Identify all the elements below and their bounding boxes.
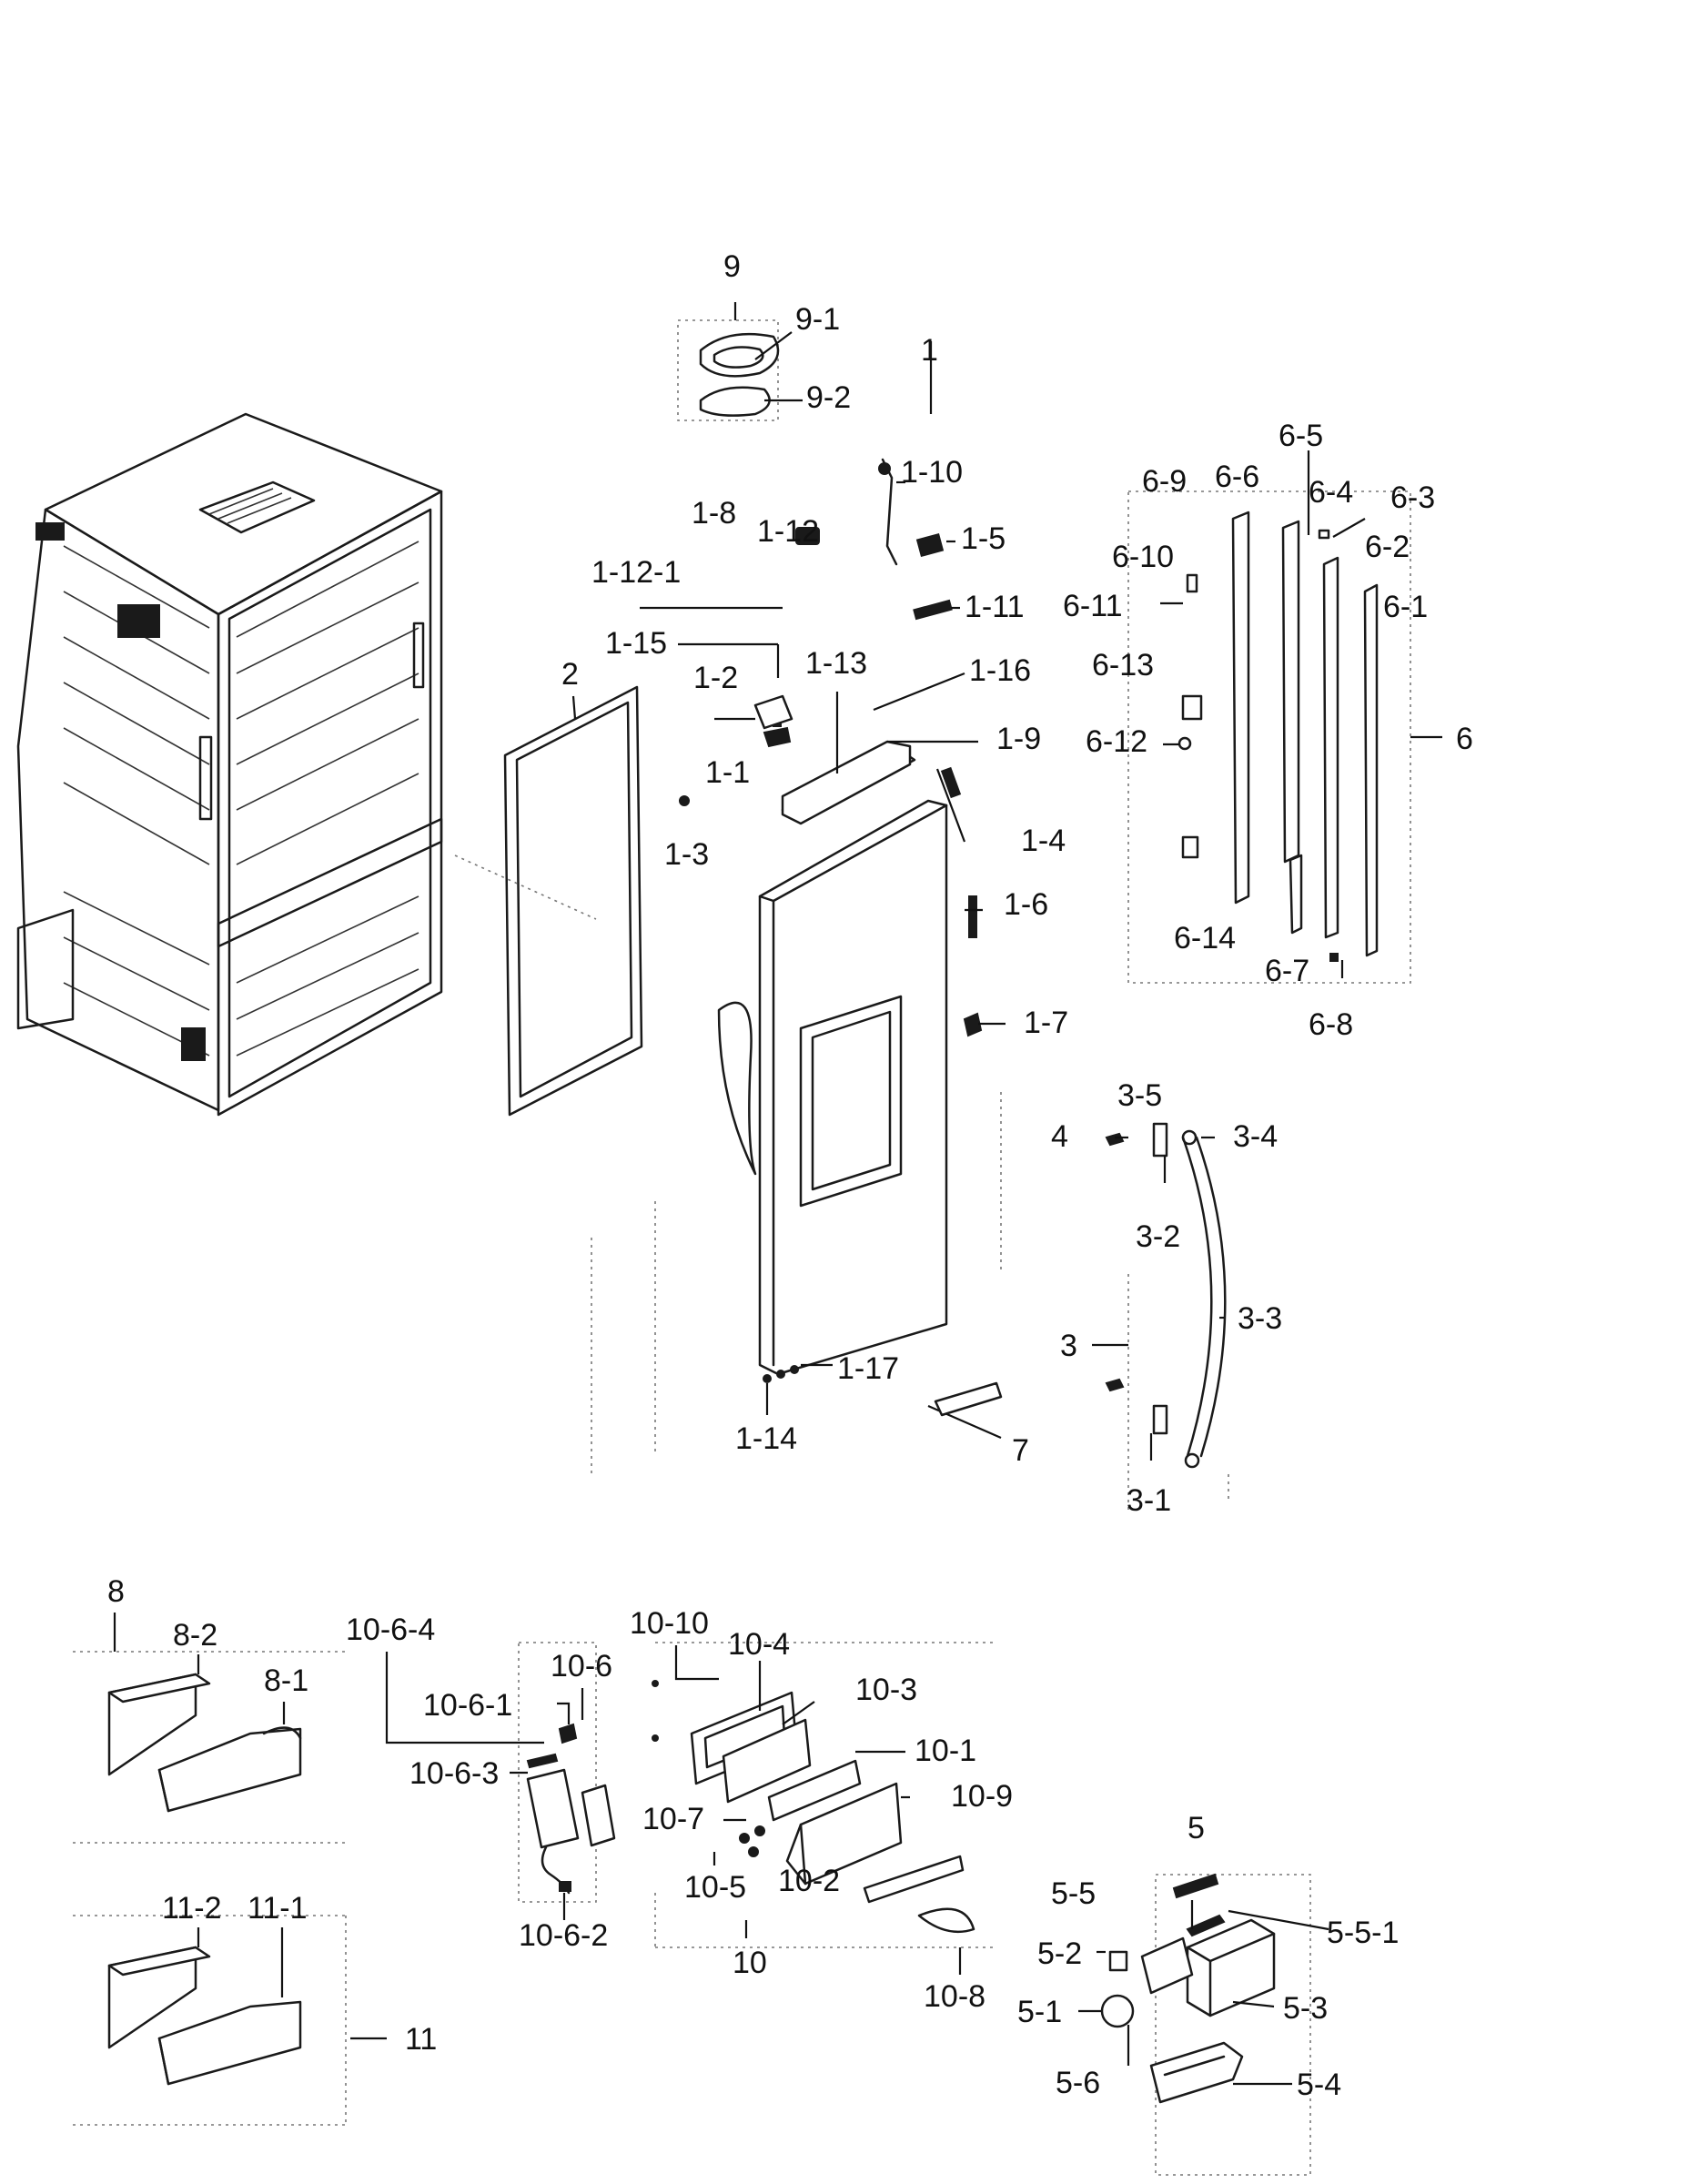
- door-trim-panels: [1127, 450, 1442, 984]
- label-5: 5: [1188, 1811, 1205, 1845]
- label-3-2: 3-2: [1136, 1219, 1180, 1254]
- label-10-3: 10-3: [855, 1673, 917, 1707]
- label-6-1: 6-1: [1383, 590, 1428, 624]
- door-handle: [1092, 1122, 1229, 1511]
- label-1-4: 1-4: [1021, 824, 1066, 858]
- label-5-4: 5-4: [1297, 2068, 1341, 2102]
- label-5-5-1: 5-5-1: [1327, 1916, 1399, 1950]
- label-5-2: 5-2: [1037, 1936, 1082, 1971]
- label-5-6: 5-6: [1056, 2066, 1100, 2100]
- label-10-6-1: 10-6-1: [423, 1688, 512, 1723]
- label-1-12: 1-12: [757, 514, 819, 549]
- label-6-2: 6-2: [1365, 530, 1410, 564]
- label-10-6-3: 10-6-3: [409, 1756, 499, 1791]
- label-1-15: 1-15: [605, 626, 667, 661]
- part-labels: 9 9-1 9-2 1 1-10 1-5 1-11 1-8 1-12 1-12-…: [107, 249, 1473, 2102]
- label-10-6: 10-6: [551, 1649, 612, 1684]
- label-10-8: 10-8: [924, 1979, 985, 2014]
- door-shelf-trim: [934, 1381, 1003, 1417]
- label-5-5: 5-5: [1051, 1876, 1096, 1911]
- label-1-11: 1-11: [965, 590, 1025, 624]
- label-3-4: 3-4: [1233, 1119, 1278, 1154]
- refrigerator-door: [591, 341, 1006, 1474]
- label-3-1: 3-1: [1127, 1483, 1171, 1518]
- label-10-2: 10-2: [778, 1864, 840, 1898]
- label-1-7: 1-7: [1024, 1006, 1068, 1040]
- label-1-5: 1-5: [961, 521, 1006, 556]
- label-11-1: 11-1: [248, 1891, 308, 1926]
- label-11-2: 11-2: [162, 1891, 222, 1926]
- label-6-11: 6-11: [1063, 589, 1123, 623]
- ice-maker-assembly: [1078, 1873, 1329, 2176]
- label-1-17: 1-17: [837, 1351, 899, 1386]
- label-1-12-1: 1-12-1: [591, 555, 681, 590]
- label-1-3: 1-3: [664, 837, 709, 872]
- refrigerator-cabinet: [16, 412, 443, 1117]
- label-7: 7: [1012, 1433, 1029, 1468]
- label-1-14: 1-14: [735, 1421, 797, 1456]
- label-8-2: 8-2: [173, 1618, 217, 1653]
- label-9: 9: [723, 249, 741, 284]
- label-10-5: 10-5: [684, 1870, 746, 1905]
- dispenser-control-assembly: [385, 1642, 616, 1920]
- door-bin-11: [73, 1915, 387, 2126]
- label-1-2: 1-2: [693, 661, 738, 695]
- label-6-14: 6-14: [1174, 921, 1236, 956]
- label-10-6-4: 10-6-4: [346, 1613, 435, 1647]
- label-6-8: 6-8: [1309, 1007, 1353, 1042]
- label-3-3: 3-3: [1238, 1301, 1282, 1336]
- label-8-1: 8-1: [264, 1663, 308, 1698]
- dispenser-cover-assembly: [652, 1642, 996, 1975]
- label-6-7: 6-7: [1265, 954, 1309, 988]
- label-10-9: 10-9: [951, 1779, 1013, 1814]
- label-11: 11: [405, 2022, 437, 2057]
- label-6-5: 6-5: [1279, 419, 1323, 453]
- label-1-10: 1-10: [901, 455, 963, 490]
- ice-bucket-cover: [677, 302, 803, 421]
- label-6-6: 6-6: [1215, 460, 1259, 494]
- label-1-8: 1-8: [692, 496, 736, 531]
- label-10-7: 10-7: [642, 1802, 704, 1836]
- label-6-9: 6-9: [1142, 464, 1187, 499]
- label-5-3: 5-3: [1283, 1991, 1328, 2026]
- label-6-4: 6-4: [1309, 475, 1353, 510]
- label-6-10: 6-10: [1112, 540, 1174, 574]
- label-3: 3: [1060, 1329, 1077, 1363]
- label-10-1: 10-1: [915, 1734, 976, 1768]
- label-4: 4: [1051, 1119, 1068, 1154]
- label-6: 6: [1456, 722, 1473, 756]
- label-1: 1: [921, 333, 938, 368]
- label-10: 10: [733, 1946, 767, 1980]
- label-6-12: 6-12: [1086, 724, 1147, 759]
- door-bin-8: [73, 1613, 346, 1844]
- label-10-6-2: 10-6-2: [519, 1918, 608, 1953]
- label-1-9: 1-9: [996, 722, 1041, 756]
- label-9-2: 9-2: [806, 380, 851, 415]
- label-10-10: 10-10: [630, 1606, 709, 1641]
- label-1-1: 1-1: [705, 755, 750, 790]
- label-6-3: 6-3: [1390, 480, 1435, 515]
- label-3-5: 3-5: [1117, 1078, 1162, 1113]
- label-9-1: 9-1: [795, 302, 840, 337]
- label-6-13: 6-13: [1092, 648, 1154, 682]
- label-10-4: 10-4: [728, 1627, 790, 1662]
- label-8: 8: [107, 1574, 125, 1609]
- label-1-16: 1-16: [969, 653, 1031, 688]
- door-gasket: [454, 685, 643, 1117]
- label-1-13: 1-13: [805, 646, 867, 681]
- label-5-1: 5-1: [1017, 1995, 1062, 2029]
- label-1-6: 1-6: [1004, 887, 1048, 922]
- label-2: 2: [561, 657, 579, 692]
